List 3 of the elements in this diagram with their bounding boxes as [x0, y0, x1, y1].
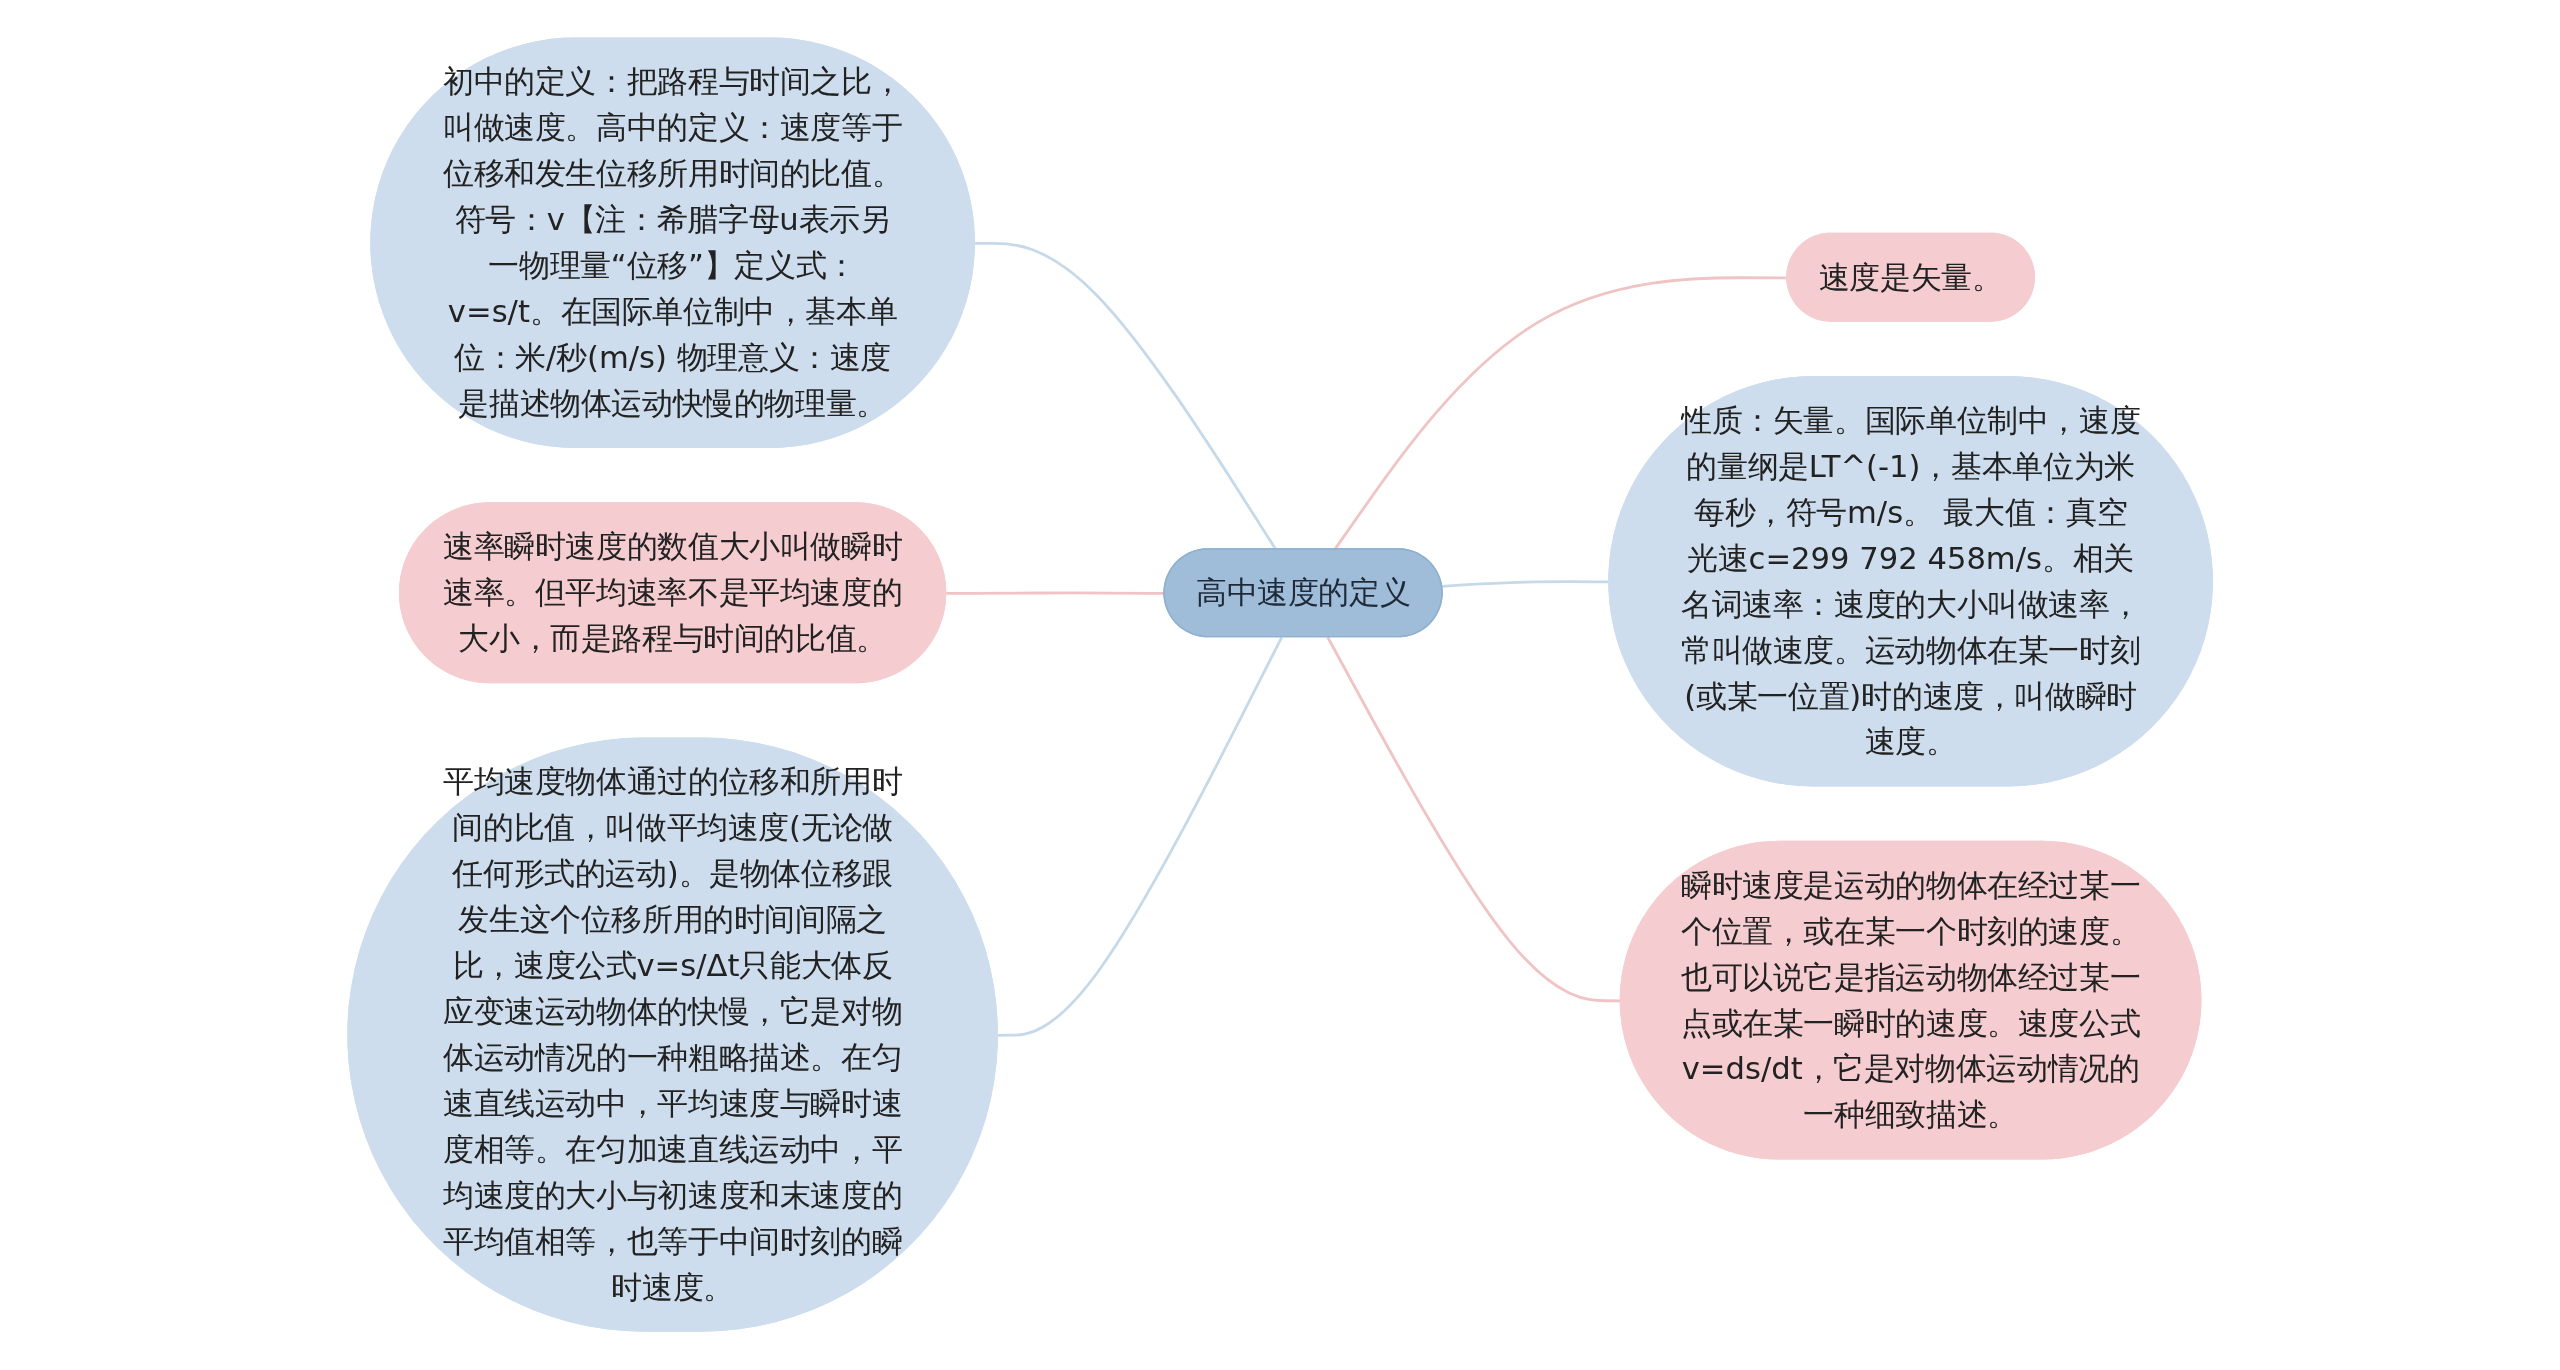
mind-map-drawing: 高中速度的定义 初中的定义：把路程与时间之比，叫做速度。高中的定义：速度等于位移和发生位移所用时间的比值。符号：v【注：希腊字母u表示另一物理量“位移”】定义式：v=s/t。在国际单位制中，基本单位：米/秒(m/s) 物理意义：速度是描述物体运动快慢的物理量。 速率瞬时速度的数值大小叫做瞬时速率。但平均速率不是平均速度的大小，而是路程与时间的比值。 平均速度物体通过的位移和所用时间的比值，叫做平均速度(无论做任何形式的运动)。是物体位移跟发生这个位移所用的时间间隔之比，速度公式v=s/Δt只能大体反应变速运动物体的快慢，它是对物体运动情况的一种粗略描述。在匀速直线运动中，平均速度与瞬时速度相等。在匀加速直线运动中，平均速度的大小与初速度和末速度的平均值相等，也等于中间时刻的瞬时速度。 速度是矢量。 性质：矢量。国际单位制中，速度的量纲是LT^(-1)，基本单位为米每秒，符号m/s。 最大值：真空光速c=299 792 458m/s。相关名词速率：速度的大小叫做速率，常叫做速度。运动物体在某一时刻(或某一位置)时的速度，叫做瞬时速度。 瞬时速度是运动的物体在经过某一个位置，或在某一个时刻的速度。也可以说它是指运动物体经过某一点或在某一瞬时的速度。速度公式v=ds/dt，它是对物体运动情况的一种细致描述。 [336, 27, 2224, 1343]
connector [974, 242, 1277, 551]
connector [997, 637, 1283, 1038]
